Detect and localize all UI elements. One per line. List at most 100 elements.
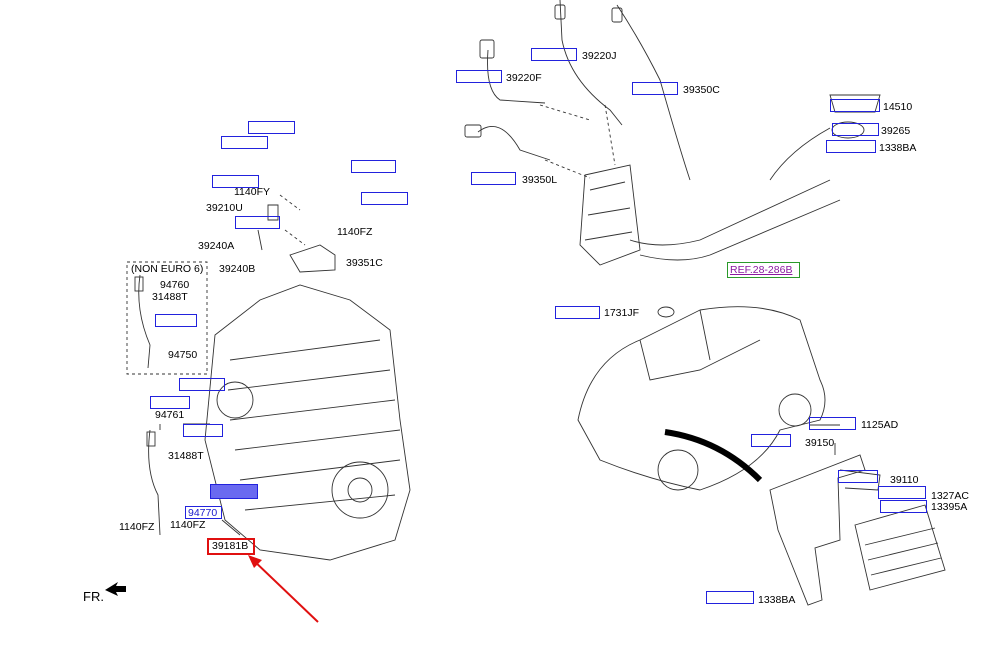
part-label-1125ad[interactable]: 1125AD (861, 419, 899, 431)
part-label-39350l[interactable]: 39350L (522, 174, 558, 186)
part-label-31488t-a[interactable]: 31488T (152, 291, 188, 303)
leader-39150 (810, 424, 840, 455)
hotspot-box[interactable] (706, 591, 754, 604)
hotspot-box[interactable] (155, 314, 197, 327)
highlight-arrow-line (251, 558, 319, 623)
hotspot-box[interactable] (751, 434, 791, 447)
ref-link[interactable]: REF.28-286B (730, 264, 793, 276)
hotspot-box[interactable] (248, 121, 295, 134)
ecu-bracket (769, 454, 866, 606)
sensor-wire-39220j (559, 0, 623, 126)
ecu-location-arrow (664, 429, 763, 483)
exhaust-pipe (629, 179, 841, 261)
guide-lines-top (539, 104, 616, 179)
sensor-connector-39350l (464, 124, 482, 138)
part-label-94750[interactable]: 94750 (168, 349, 198, 361)
part-label-39240a[interactable]: 39240A (198, 240, 235, 252)
part-label-1140fy[interactable]: 1140FY (234, 186, 270, 198)
vehicle-windows (639, 309, 761, 381)
leader-39181b (221, 519, 241, 536)
part-label-39351c[interactable]: 39351C (346, 257, 383, 269)
part-label-39265[interactable]: 39265 (881, 125, 911, 137)
front-direction-icon (105, 582, 126, 596)
part-label-1731jf[interactable]: 1731JF (604, 307, 640, 319)
hotspot-box[interactable] (221, 136, 268, 149)
sensor-wire-39350l (477, 126, 551, 161)
sensor-connector-39350c (611, 7, 623, 23)
front-direction-label: FR. (83, 589, 104, 604)
highlight-arrow-head (248, 555, 262, 568)
hotspot-box[interactable] (809, 417, 856, 430)
highlighted-part-box (207, 538, 255, 555)
part-label-14510[interactable]: 14510 (883, 101, 913, 113)
ecu-module (854, 504, 946, 591)
catalytic-converter (579, 164, 641, 266)
part-label-94760[interactable]: 94760 (160, 279, 190, 291)
part-label-39110[interactable]: 39110 (890, 474, 919, 486)
part-label-39350c[interactable]: 39350C (683, 84, 720, 96)
hotspot-box[interactable] (471, 172, 516, 185)
hotspot-box[interactable] (185, 506, 222, 519)
sensor-wire-39265 (769, 127, 831, 181)
hotspot-box[interactable] (830, 99, 880, 112)
sensor-connector-39220j (554, 4, 566, 20)
vehicle-rear-wheel (778, 393, 812, 427)
hotspot-box[interactable] (179, 378, 225, 391)
part-label-39240b[interactable]: 39240B (219, 263, 256, 275)
part-label-39220f[interactable]: 39220F (506, 72, 542, 84)
part-label-1140fz-top[interactable]: 1140FZ (337, 226, 373, 238)
sensor-connector-39220f (479, 39, 495, 59)
hotspot-box[interactable] (632, 82, 678, 95)
part-label-1338ba-top[interactable]: 1338BA (879, 142, 917, 154)
part-label-1338ba-bottom[interactable]: 1338BA (758, 594, 796, 606)
engine-pulley (331, 461, 389, 519)
hotspot-box[interactable] (832, 123, 879, 136)
part-label-94770[interactable]: 94770 (188, 507, 218, 519)
sensor-14510 (829, 94, 881, 113)
hotspot-box[interactable] (361, 192, 408, 205)
hotspot-box[interactable] (183, 424, 223, 437)
non-euro-label: (NON EURO 6) (131, 263, 204, 275)
harness-94750 (138, 274, 151, 369)
sensor-39210u (257, 204, 279, 251)
part-label-39220j[interactable]: 39220J (582, 50, 617, 62)
part-label-1327ac[interactable]: 1327AC (931, 490, 969, 502)
part-label-39181b[interactable]: 39181B (212, 540, 249, 552)
hotspot-box[interactable] (880, 500, 927, 513)
grommet-1731jf (657, 306, 675, 318)
hotspot-box[interactable] (456, 70, 502, 83)
engine-ribs (227, 339, 401, 511)
hotspot-box[interactable] (150, 396, 190, 409)
engine-cam-pulley (216, 381, 254, 419)
part-label-39150[interactable]: 39150 (805, 437, 835, 449)
hotspot-box-active[interactable] (210, 484, 258, 499)
connector-94760 (134, 276, 144, 292)
hotspot-box[interactable] (838, 470, 878, 483)
hotspot-box[interactable] (555, 306, 600, 319)
sensor-wire-39350c (616, 4, 691, 181)
harness-94770 (148, 429, 161, 536)
hotspot-box[interactable] (531, 48, 577, 61)
part-label-94761[interactable]: 94761 (155, 409, 185, 421)
vehicle-front-wheel (657, 449, 699, 491)
ref-border (727, 262, 800, 278)
converter-lines (584, 181, 633, 241)
part-label-1140fz-a[interactable]: 1140FZ (119, 521, 155, 533)
hotspot-box[interactable] (878, 486, 926, 499)
part-label-1140fz-b[interactable]: 1140FZ (170, 519, 206, 531)
vehicle-body (577, 306, 826, 491)
hotspot-box[interactable] (212, 175, 259, 188)
guide-lines-mid (279, 194, 306, 246)
engine-block (204, 284, 411, 561)
hotspot-box[interactable] (826, 140, 876, 153)
engine-pulley-hub (347, 477, 373, 503)
part-label-31488t-b[interactable]: 31488T (168, 450, 204, 462)
hotspot-box[interactable] (351, 160, 396, 173)
hotspot-box[interactable] (235, 216, 280, 229)
part-label-13395a[interactable]: 13395A (931, 501, 968, 513)
part-label-39210u[interactable]: 39210U (206, 202, 243, 214)
bracket-arm (839, 469, 881, 491)
ecu-ribs (864, 527, 942, 576)
bracket-39351c (289, 244, 336, 273)
